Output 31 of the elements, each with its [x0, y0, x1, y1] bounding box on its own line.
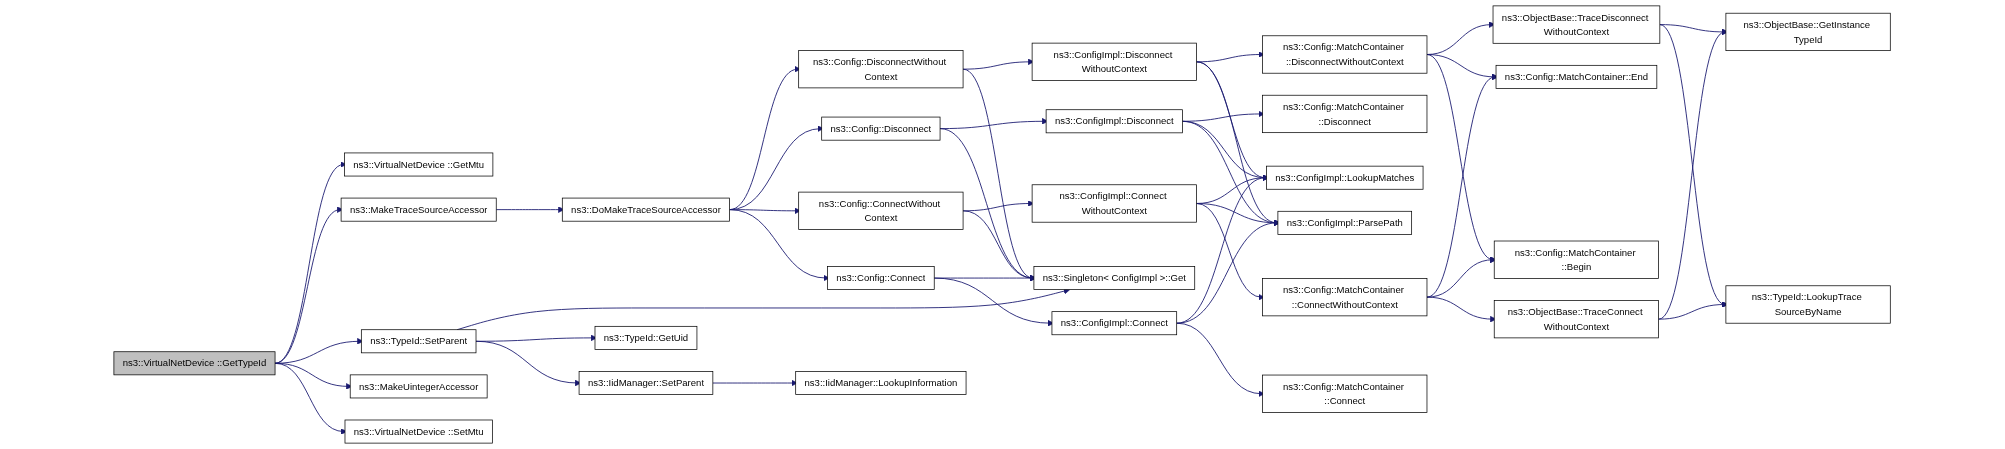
node-box: ns3::ObjectBase::GetInstance TypeId	[1725, 12, 1892, 51]
node-box: ns3::IidManager::LookupInformation	[795, 371, 967, 395]
node-box: ns3::Config::Connect	[827, 266, 935, 290]
node-box: ns3::VirtualNetDevice ::GetTypeId	[113, 351, 276, 376]
node-box: ns3::Config::Disconnect	[821, 116, 941, 141]
node-box: ns3::ConfigImpl::LookupMatches	[1266, 165, 1424, 190]
node-box: ns3::DoMakeTraceSourceAccessor	[562, 197, 731, 222]
node-box: ns3::Config::MatchContainer ::Disconnect	[1262, 94, 1428, 134]
node-box: ns3::Config::MatchContainer::End	[1496, 64, 1658, 89]
node-box: ns3::Config::MatchContainer ::Begin	[1494, 240, 1660, 279]
node-box: ns3::MakeTraceSourceAccessor	[341, 197, 497, 222]
node-box: ns3::ConfigImpl::Disconnect	[1046, 109, 1184, 134]
node-box: ns3::VirtualNetDevice ::SetMtu	[345, 419, 494, 444]
node-box: ns3::TypeId::LookupTrace SourceByName	[1725, 285, 1892, 324]
node-box: ns3::ConfigImpl::Disconnect WithoutContext	[1032, 42, 1198, 81]
node-box: ns3::Config::ConnectWithout Context	[798, 191, 964, 230]
node-box: ns3::ObjectBase::TraceConnect WithoutContext	[1494, 300, 1660, 339]
node-box: ns3::Config::MatchContainer ::DisconnectWithoutContext	[1262, 35, 1428, 74]
node-box: ns3::ObjectBase::TraceDisconnect WithoutContext	[1493, 5, 1661, 44]
node-box: ns3::Config::MatchContainer ::ConnectWithoutContext	[1262, 278, 1428, 317]
node-box: ns3::ConfigImpl::Connect	[1052, 311, 1178, 336]
node-box: ns3::MakeUintegerAccessor	[350, 374, 488, 399]
node-box: ns3::TypeId::SetParent	[361, 329, 477, 354]
node-box: ns3::ConfigImpl::Connect WithoutContext	[1032, 184, 1198, 223]
node-box: ns3::TypeId::GetUid	[595, 325, 698, 350]
node-box: ns3::VirtualNetDevice ::GetMtu	[344, 152, 494, 177]
node-box: ns3::Config::DisconnectWithout Context	[798, 50, 964, 89]
node-box: ns3::Singleton< ConfigImpl >::Get	[1033, 266, 1196, 290]
node-box: ns3::IidManager::SetParent	[579, 371, 714, 395]
node-box: ns3::ConfigImpl::ParsePath	[1277, 210, 1413, 235]
node-box: ns3::Config::MatchContainer ::Connect	[1262, 374, 1428, 413]
